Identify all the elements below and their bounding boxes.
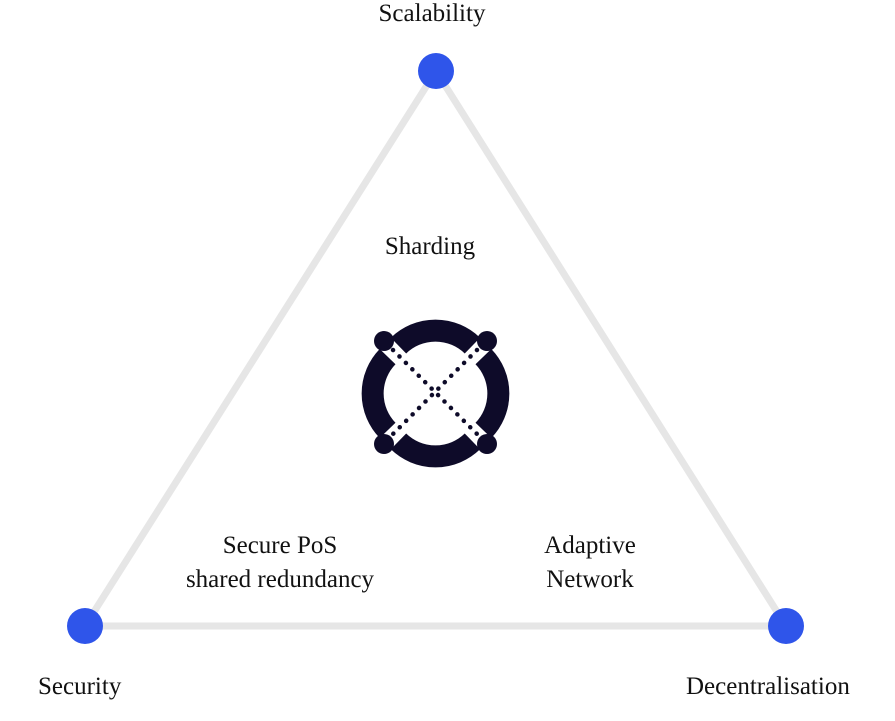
label-scalability: Scalability <box>378 0 486 27</box>
triangle-edges <box>81 67 790 630</box>
node-decentralisation <box>768 608 804 644</box>
node-scalability <box>418 53 454 89</box>
edge-scalability-security <box>81 67 440 630</box>
label-secure-pos-line1: Secure PoS <box>222 532 338 559</box>
elrond-logo-icon <box>361 319 510 468</box>
node-security <box>67 608 103 644</box>
label-secure-pos: Secure PoS shared redundancy <box>160 529 400 597</box>
label-decentralisation: Decentralisation <box>686 673 850 700</box>
label-security: Security <box>38 673 122 700</box>
label-adaptive-network-line2: Network <box>546 566 634 593</box>
edge-scalability-decentralisation <box>432 67 790 630</box>
label-secure-pos-line2: shared redundancy <box>185 566 375 593</box>
label-adaptive-network: Adaptive Network <box>500 529 680 597</box>
label-adaptive-network-line1: Adaptive <box>544 532 636 559</box>
label-sharding: Sharding <box>384 233 476 260</box>
